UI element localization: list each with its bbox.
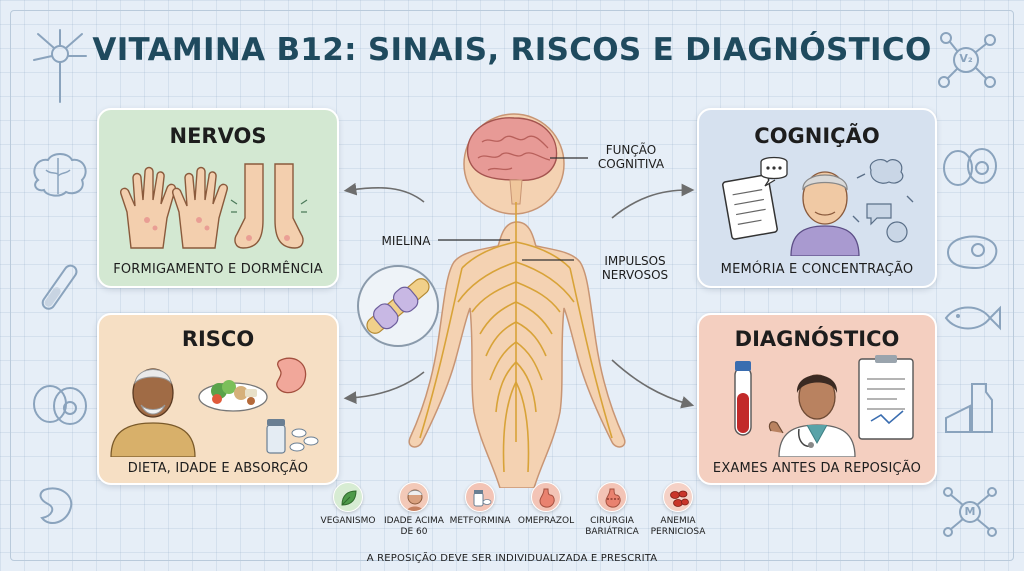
stomach-surgery-icon — [597, 482, 627, 512]
arrow-to-diagnostico — [611, 359, 695, 409]
molecule-icon: M — [940, 484, 1000, 540]
test-tube-icon — [41, 264, 78, 310]
elderly-diet-illustration — [110, 357, 319, 457]
risk-factor-label: IDADE ACIMA — [384, 516, 444, 526]
arrow-to-cognicao — [611, 183, 695, 219]
risk-factor-veganismo: VEGANISMO — [314, 482, 382, 527]
myelin-zoom-icon — [357, 265, 439, 347]
label-funcao-line1: FUNÇÃO — [605, 143, 657, 157]
arrow-to-nervos — [343, 182, 425, 203]
arrow-to-risco — [343, 371, 425, 404]
risk-factor-label: CIRURGIA — [590, 516, 634, 526]
body-nervous-system-illustration — [408, 113, 626, 488]
risk-factor-label-2: DE 60 — [400, 527, 428, 537]
risk-factor-label: ANEMIA — [660, 516, 696, 526]
molecule-badge-text: M — [964, 505, 976, 518]
card-diagnostico-caption: EXAMES ANTES DA REPOSIÇÃO — [712, 461, 922, 476]
fish-icon — [944, 305, 1001, 331]
brain-icon — [33, 153, 87, 197]
anatomy-icon — [39, 487, 73, 525]
neuron-icon — [33, 29, 87, 103]
card-cognicao-title: COGNIÇÃO — [754, 124, 880, 148]
card-cognicao: COGNIÇÃO MEMÓRIA E CONCENTRAÇÃO — [697, 108, 937, 288]
label-funcao-line2: COGNITIVA — [597, 157, 665, 171]
page-frame — [10, 10, 1014, 561]
egg-icon — [33, 385, 87, 425]
pill-bottle-icon — [465, 482, 495, 512]
elderly-man-thinking-illustration — [722, 156, 914, 256]
card-cognicao-caption: MEMÓRIA E CONCENTRAÇÃO — [720, 262, 914, 277]
label-impulsos-nervosos: IMPULSOS NERVOSOS — [596, 254, 674, 282]
risk-factor-metformina: METFORMINA — [446, 482, 514, 527]
card-risco: RISCO DIETA, IDADE E ABSORÇÃO — [97, 313, 339, 485]
stomach-icon — [531, 482, 561, 512]
meat-icon — [946, 235, 998, 270]
card-diagnostico-title: DIAGNÓSTICO — [734, 327, 900, 351]
vitamin-badge-text: V₂ — [959, 52, 973, 65]
risk-factor-label-2: PERNICIOSA — [650, 527, 706, 537]
doctor-exam-illustration — [734, 355, 914, 457]
label-impulsos-line1: IMPULSOS — [604, 254, 666, 268]
elderly-face-icon — [399, 482, 429, 512]
page-title: VITAMINA B12: SINAIS, RISCOS E DIAGNÓSTI… — [92, 32, 932, 68]
card-diagnostico: DIAGNÓSTICO EXAMES ANTES DA REPOSIÇÃO — [697, 313, 937, 485]
risk-factor-label: VEGANISMO — [320, 516, 376, 526]
red-cells-icon — [663, 482, 693, 512]
eggs-icon — [943, 148, 997, 186]
card-nervos-title: NERVOS — [169, 124, 267, 148]
label-mielina: MIELINA — [381, 234, 431, 248]
footer-note: A REPOSIÇÃO DEVE SER INDIVIDUALIZADA E P… — [366, 553, 658, 564]
risk-factor-omeprazol: OMEPRAZOL — [512, 482, 580, 527]
card-nervos-caption: FORMIGAMENTO E DORMÊNCIA — [113, 262, 323, 277]
vitamin-molecule-icon: V₂ — [936, 28, 998, 90]
leaf-icon — [333, 482, 363, 512]
label-funcao-cognitiva: FUNÇÃO COGNITIVA — [592, 143, 670, 171]
label-impulsos-line2: NERVOSOS — [601, 268, 669, 282]
card-nervos: NERVOS FORMIGAMENTO E DORMÊNCIA — [97, 108, 339, 288]
hands-feet-illustration — [119, 163, 308, 249]
card-risco-title: RISCO — [181, 327, 255, 351]
milk-cheese-icon — [945, 383, 993, 433]
risk-factor-label: OMEPRAZOL — [517, 516, 575, 526]
risk-factor-label: METFORMINA — [449, 516, 511, 526]
risk-factor-label-2: BARIÁTRICA — [585, 527, 639, 537]
card-risco-caption: DIETA, IDADE E ABSORÇÃO — [127, 461, 309, 476]
